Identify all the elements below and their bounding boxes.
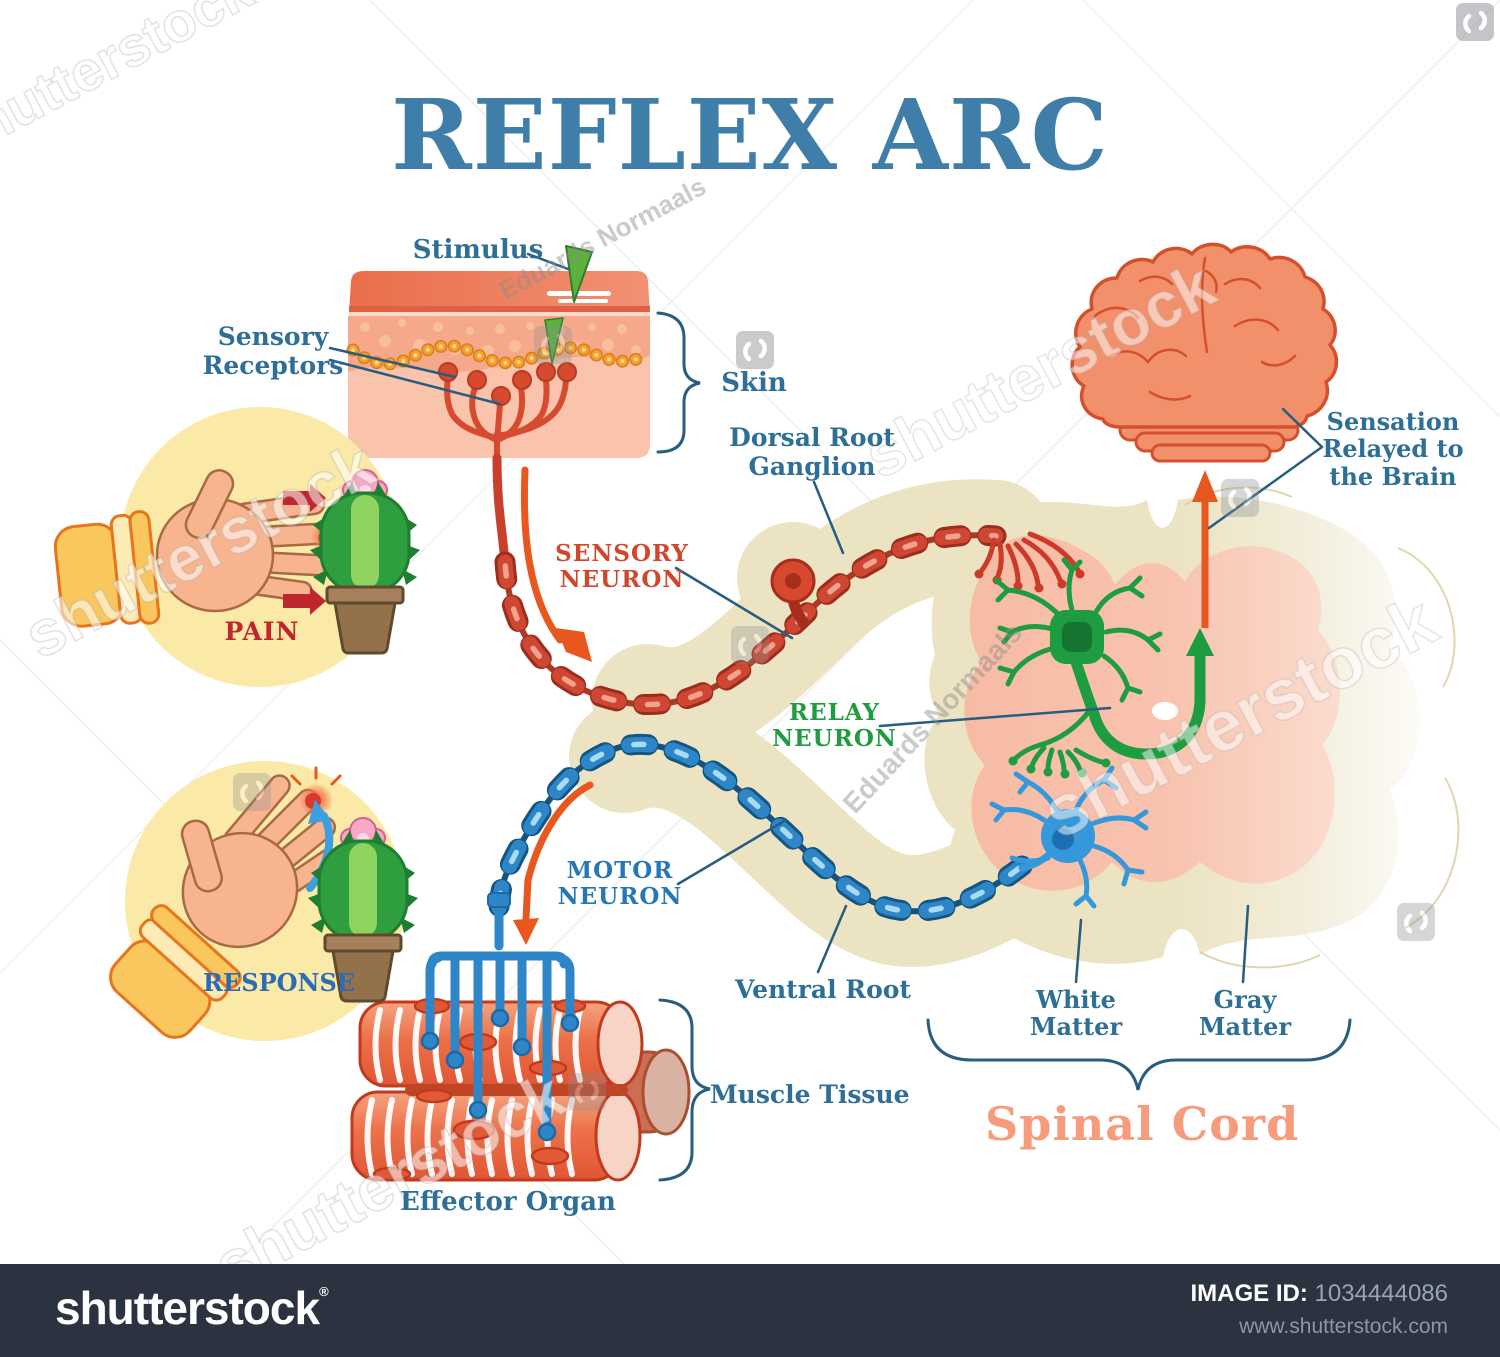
label-relay-neuron: RELAY NEURON — [772, 699, 897, 753]
motor-neuron-cell — [989, 765, 1149, 909]
skin-brace — [656, 311, 701, 454]
page-title: REFLEX ARC — [391, 78, 1109, 192]
pain-scene — [50, 407, 422, 687]
impulse-arrow-motor — [513, 781, 594, 945]
skin-illustration — [346, 245, 653, 461]
response-scene — [58, 741, 420, 1058]
label-effector-organ: Effector Organ — [400, 1187, 616, 1217]
label-white-matter: White Matter — [1029, 985, 1123, 1042]
pointer-lines — [328, 252, 1324, 984]
label-response: RESPONSE — [203, 968, 356, 997]
spinal-cord-brace — [926, 1018, 1352, 1091]
label-sensory-neuron: SENSORY NEURON — [555, 540, 689, 594]
pain-arrows — [283, 484, 326, 615]
braces — [656, 311, 1352, 1182]
label-sensation-relayed: Sensation Relayed to the Brain — [1322, 407, 1464, 491]
muscle-brace — [658, 998, 711, 1182]
brain-icon — [1070, 242, 1339, 463]
muscle-tissue-illustration — [350, 892, 691, 1182]
label-gray-matter: Gray Matter — [1198, 985, 1292, 1042]
dorsal-root-ganglion-cell — [770, 558, 816, 630]
registered-mark: ® — [319, 1284, 329, 1299]
motor-neuron-chain — [488, 733, 1033, 922]
sensory-neuron-chain — [492, 453, 1007, 716]
image-id-label: IMAGE ID: — [1190, 1280, 1308, 1307]
motor-end-plate — [425, 898, 575, 1132]
ascending-arrow-to-brain — [1192, 470, 1218, 628]
relay-axon-arrow — [1070, 644, 1206, 760]
image-id-block: IMAGE ID: 1034444086 www.shutterstock.co… — [1191, 1280, 1448, 1339]
shutterstock-footer-bar: shutterstock® IMAGE ID: 1034444086 www.s… — [0, 1264, 1500, 1357]
impulse-arrow-sensory — [520, 466, 592, 662]
image-id-value: 1034444086 — [1314, 1280, 1448, 1307]
shutterstock-logo: shutterstock® — [55, 1282, 329, 1334]
label-skin: Skin — [721, 368, 787, 398]
stimulus-thorn-icon — [565, 245, 593, 303]
central-canal — [1152, 702, 1178, 720]
response-arrow — [306, 812, 334, 892]
label-dorsal-root-ganglion: Dorsal Root Ganglion — [729, 423, 895, 481]
label-spinal-cord: Spinal Cord — [985, 1097, 1300, 1151]
label-muscle-tissue: Muscle Tissue — [710, 1080, 910, 1109]
label-pain: PAIN — [224, 617, 300, 646]
relay-neuron-cell — [993, 557, 1214, 779]
label-ventral-root: Ventral Root — [735, 975, 911, 1004]
label-stimulus: Stimulus — [412, 235, 544, 265]
receptor-bead-row — [346, 339, 653, 371]
label-motor-neuron: MOTOR NEURON — [557, 857, 683, 911]
label-sensory-receptors: Sensory Receptors — [202, 322, 344, 380]
website-url: www.shutterstock.com — [1239, 1315, 1448, 1338]
